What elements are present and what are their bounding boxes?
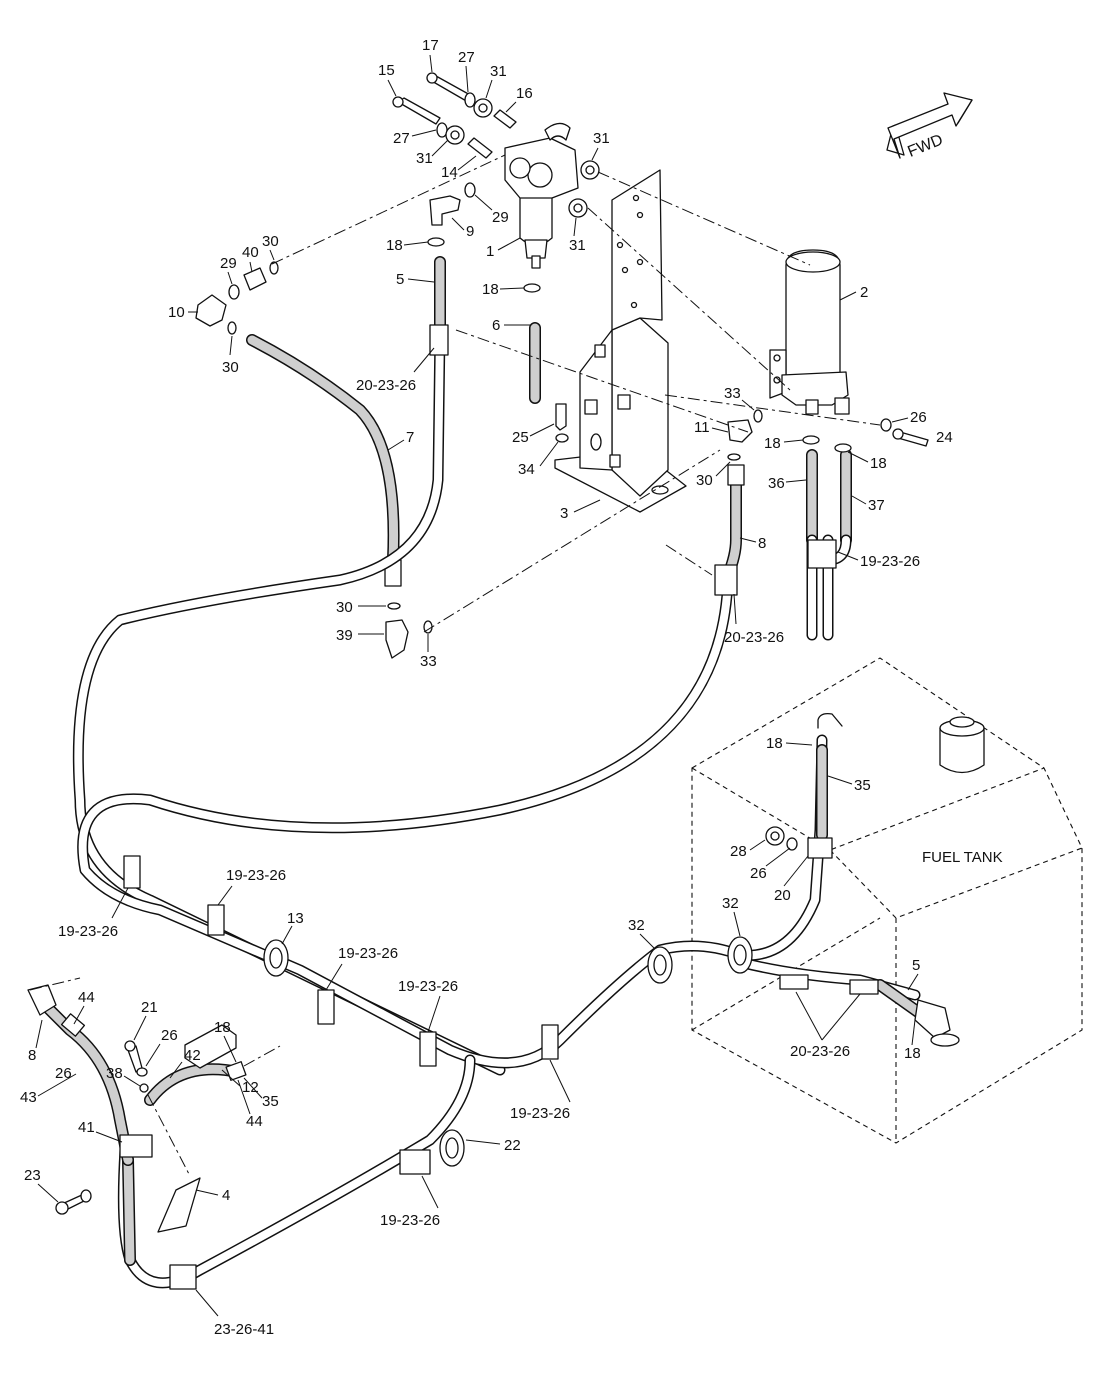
label-31b: 31 (416, 150, 433, 167)
label-18c: 18 (764, 435, 781, 452)
label-14: 14 (441, 164, 458, 181)
label-32a: 32 (628, 917, 645, 934)
label-18e: 18 (766, 735, 783, 752)
label-2: 2 (860, 284, 868, 301)
callout-20-23-26-b: 20-23-26 (724, 629, 784, 646)
callout-23-26-41: 23-26-41 (214, 1321, 274, 1338)
label-8a: 8 (758, 535, 766, 552)
label-30c: 30 (336, 599, 353, 616)
callout-19-23-26-b: 19-23-26 (58, 923, 118, 940)
label-28: 28 (730, 843, 747, 860)
label-30a: 30 (262, 233, 279, 250)
label-20: 20 (774, 887, 791, 904)
label-44a: 44 (78, 989, 95, 1006)
label-17: 17 (422, 37, 439, 54)
label-26c: 26 (161, 1027, 178, 1044)
fwd-text: FWD (905, 131, 945, 160)
fuel-tank: FUEL TANK (691, 657, 1083, 1144)
label-39: 39 (336, 627, 353, 644)
callout-19-23-26-e: 19-23-26 (398, 978, 458, 995)
label-4: 4 (222, 1187, 230, 1204)
label-26b: 26 (750, 865, 767, 882)
label-30b: 30 (222, 359, 239, 376)
label-26a: 26 (910, 409, 927, 426)
label-31c: 31 (593, 130, 610, 147)
label-22: 22 (504, 1137, 521, 1154)
label-18f: 18 (904, 1045, 921, 1062)
bracket-3 (554, 169, 687, 513)
label-31d: 31 (569, 237, 586, 254)
label-12: 12 (242, 1079, 259, 1096)
label-18d: 18 (870, 455, 887, 472)
center-lines (29, 154, 881, 1177)
label-18b: 18 (482, 281, 499, 298)
label-9: 9 (466, 223, 474, 240)
fuel-filter-1 (504, 122, 579, 269)
label-1: 1 (486, 243, 494, 260)
label-40: 40 (242, 244, 259, 261)
label-3: 3 (560, 505, 568, 522)
label-15: 15 (378, 62, 395, 79)
label-10: 10 (168, 304, 185, 321)
label-21: 21 (141, 999, 158, 1016)
fuel-tank-label: FUEL TANK (922, 849, 1003, 866)
label-44b: 44 (246, 1113, 263, 1130)
label-27a: 27 (458, 49, 475, 66)
small-parts (55, 72, 929, 1233)
label-33a: 33 (724, 385, 741, 402)
label-26d: 26 (55, 1065, 72, 1082)
label-38: 38 (106, 1065, 123, 1082)
label-13: 13 (287, 910, 304, 927)
label-16: 16 (516, 85, 533, 102)
callout-19-23-26-g: 19-23-26 (380, 1212, 440, 1229)
label-18g: 18 (214, 1019, 231, 1036)
label-32b: 32 (722, 895, 739, 912)
fwd-arrow: FWD (886, 92, 973, 161)
label-35a: 35 (854, 777, 871, 794)
part-labels: 1 2 3 4 5 5 6 7 8 8 9 10 11 12 13 14 15 … (20, 37, 953, 1338)
label-27b: 27 (393, 130, 410, 147)
label-18a: 18 (386, 237, 403, 254)
label-29b: 29 (220, 255, 237, 272)
callout-20-23-26-c: 20-23-26 (790, 1043, 850, 1060)
water-separator-2 (769, 249, 850, 415)
label-8b: 8 (28, 1047, 36, 1064)
label-41: 41 (78, 1119, 95, 1136)
callout-20-23-26-a: 20-23-26 (356, 377, 416, 394)
label-23: 23 (24, 1167, 41, 1184)
callout-19-23-26-c: 19-23-26 (226, 867, 286, 884)
grommets (263, 936, 753, 1167)
label-43: 43 (20, 1089, 37, 1106)
label-35b: 35 (262, 1093, 279, 1110)
callout-19-23-26-a: 19-23-26 (860, 553, 920, 570)
label-34: 34 (518, 461, 535, 478)
label-31a: 31 (490, 63, 507, 80)
callout-19-23-26-f: 19-23-26 (510, 1105, 570, 1122)
label-6: 6 (492, 317, 500, 334)
label-30d: 30 (696, 472, 713, 489)
label-37: 37 (868, 497, 885, 514)
label-25: 25 (512, 429, 529, 446)
label-36: 36 (768, 475, 785, 492)
label-33b: 33 (420, 653, 437, 670)
callout-19-23-26-d: 19-23-26 (338, 945, 398, 962)
label-29a: 29 (492, 209, 509, 226)
label-5a: 5 (396, 271, 404, 288)
label-42: 42 (184, 1047, 201, 1064)
label-5b: 5 (912, 957, 920, 974)
label-7: 7 (406, 429, 414, 446)
clamps (119, 324, 879, 1290)
label-11: 11 (694, 419, 710, 436)
label-24: 24 (936, 429, 953, 446)
